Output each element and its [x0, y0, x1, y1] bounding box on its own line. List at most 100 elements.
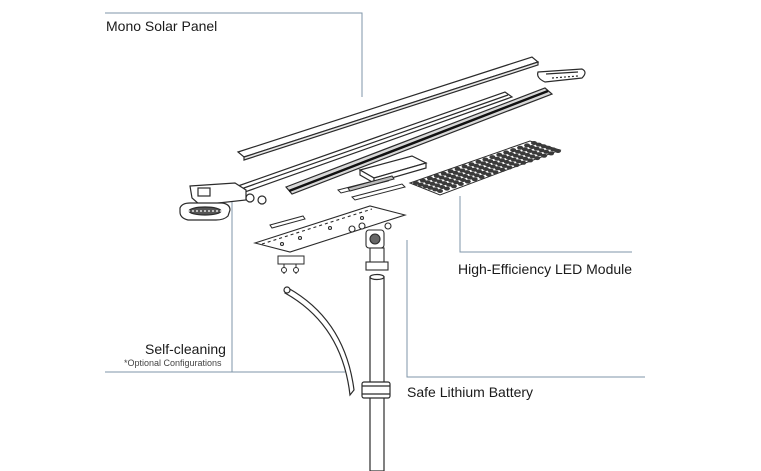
- led-chip: [468, 162, 475, 167]
- led-chip: [473, 163, 480, 168]
- label-battery: Safe Lithium Battery: [407, 384, 534, 400]
- led-chip: [533, 146, 540, 151]
- led-chip: [439, 185, 446, 189]
- led-chip: [464, 179, 471, 184]
- led-chip: [527, 158, 534, 163]
- led-chip: [535, 142, 542, 147]
- bolt-fixture: [277, 255, 305, 274]
- led-chip: [464, 170, 471, 175]
- led-chip: [426, 176, 433, 181]
- led-chip: [478, 174, 485, 179]
- led-chip: [478, 165, 485, 170]
- led-chip: [524, 143, 531, 148]
- led-chip: [427, 185, 434, 190]
- led-chip: [487, 168, 494, 173]
- led-chip: [440, 171, 447, 176]
- led-chip: [471, 167, 478, 172]
- led-chip: [475, 159, 482, 164]
- led-chip: [482, 167, 489, 171]
- led-chip: [513, 163, 520, 168]
- led-chip: [531, 150, 538, 155]
- led-chip: [489, 164, 496, 169]
- led-chip: [438, 175, 445, 180]
- led-chip: [452, 170, 459, 175]
- led-chip: [485, 172, 492, 177]
- led-chip: [496, 162, 503, 167]
- label-solar-panel: Mono Solar Panel: [106, 18, 218, 34]
- led-chip: [505, 156, 512, 160]
- led-chip: [454, 166, 461, 171]
- label-self-cleaning: Self-cleaning: [145, 341, 226, 357]
- leader-solar-panel: [105, 12, 363, 97]
- pole: [361, 273, 391, 471]
- led-chip: [487, 159, 494, 164]
- led-chip: [492, 170, 499, 175]
- led-chip: [433, 173, 440, 178]
- led-chip: [437, 189, 443, 193]
- led-chip: [457, 181, 464, 186]
- led-chip: [515, 149, 521, 154]
- led-chip: [522, 156, 529, 161]
- led-chip: [450, 184, 457, 189]
- left-end-bracket: [189, 182, 267, 206]
- led-chip: [526, 148, 533, 153]
- led-chip: [471, 177, 478, 182]
- led-chip: [422, 184, 429, 189]
- control-strips: [269, 175, 406, 229]
- frame-rails: [236, 87, 554, 195]
- led-chip: [499, 167, 506, 172]
- led-chip: [512, 153, 519, 158]
- led-chip: [536, 152, 543, 157]
- led-chip: [450, 174, 457, 179]
- led-chip: [469, 171, 475, 176]
- led-chip: [429, 181, 436, 186]
- led-chip: [494, 166, 501, 171]
- led-chip: [534, 156, 541, 161]
- led-chip: [517, 145, 524, 150]
- led-chip: [506, 165, 513, 170]
- led-chip: [524, 152, 531, 157]
- led-chip: [480, 161, 487, 166]
- led-chip: [550, 147, 557, 152]
- led-chip: [517, 155, 524, 160]
- led-chip: [496, 152, 503, 157]
- led-chip: [457, 172, 464, 177]
- led-chip: [555, 149, 561, 153]
- led-chip: [501, 154, 508, 159]
- led-chip: [455, 176, 462, 181]
- pivot-connector: [348, 222, 392, 271]
- led-chip: [443, 186, 450, 191]
- led-chip: [431, 177, 438, 182]
- led-chip: [541, 153, 548, 158]
- leader-battery: [406, 240, 645, 378]
- led-chip: [485, 163, 492, 167]
- curved-arm: [283, 286, 355, 397]
- led-chip: [443, 177, 450, 182]
- led-chip: [424, 180, 431, 185]
- led-chip: [548, 151, 555, 156]
- led-chip: [447, 169, 454, 174]
- led-chip: [494, 156, 501, 161]
- top-end-cap: [537, 68, 586, 83]
- led-chip: [519, 151, 526, 156]
- led-chip: [448, 178, 455, 183]
- led-chip: [503, 159, 510, 164]
- led-chip: [520, 160, 527, 165]
- led-chip: [499, 158, 505, 163]
- led-chip: [413, 181, 419, 185]
- led-chip: [510, 157, 517, 162]
- led-chip: [531, 141, 537, 145]
- leader-lines: [105, 12, 645, 378]
- led-chip: [510, 148, 517, 153]
- led-chip: [432, 187, 439, 192]
- led-chip: [445, 173, 452, 178]
- led-chip: [459, 168, 466, 173]
- led-chip: [434, 183, 441, 188]
- led-dot-array: [413, 141, 561, 193]
- led-chip: [462, 174, 469, 178]
- led-chip: [538, 148, 545, 153]
- solar-panel: [236, 56, 540, 161]
- led-chip: [419, 178, 426, 183]
